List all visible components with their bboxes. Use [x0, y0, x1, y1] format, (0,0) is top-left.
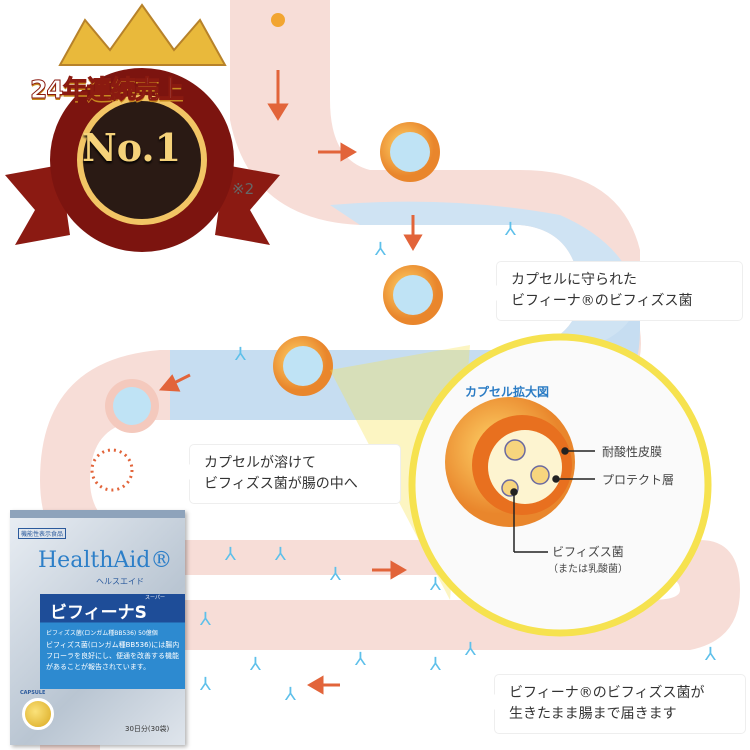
svg-text:⅄: ⅄	[505, 219, 517, 240]
svg-text:⅄: ⅄	[355, 649, 367, 670]
badge-rank: No.1	[82, 125, 182, 170]
callout-line: 生きたまま腸まで届きます	[509, 706, 677, 722]
callout-reach-intestine: ビフィーナ®のビフィズス菌が 生きたまま腸まで届きます	[487, 675, 745, 733]
bacteria: ⅄ ⅄ ⅄ ⅄ ⅄ ⅄ ⅄ ⅄ ⅄ ⅄ ⅄ ⅄ ⅄ ⅄ ⅄	[200, 219, 717, 705]
callout-line: カプセルに守られた	[511, 272, 637, 288]
svg-text:⅄: ⅄	[285, 684, 297, 705]
package-panel: ビフィーナS スーパー ビフィズス菌(ロンガム種BB536) 50億個 ビフィズ…	[40, 594, 185, 689]
capsule-icon	[22, 698, 54, 730]
svg-text:⅄: ⅄	[200, 674, 212, 695]
svg-text:⅄: ⅄	[275, 544, 287, 565]
package-count: 30日分(30袋)	[125, 725, 170, 733]
callout-capsule-dissolves: カプセルが溶けて ビフィズス菌が腸の中へ	[182, 445, 400, 503]
svg-text:⅄: ⅄	[430, 654, 442, 675]
package-category: 機能性表示食品	[18, 528, 67, 539]
package-product-ruby: スーパー	[145, 595, 165, 601]
callout-line: ビフィズス菌が腸の中へ	[204, 476, 358, 492]
zoom-panel-title: カプセル拡大図	[465, 385, 550, 399]
svg-text:⅄: ⅄	[235, 344, 247, 365]
product-package: 機能性表示食品 HealthAid® ヘルスエイド ビフィーナS スーパー ビフ…	[10, 510, 185, 745]
callout-capsule-protected: カプセルに守られた ビフィーナ®のビフィズス菌	[489, 262, 742, 320]
package-subtitle: ビフィズス菌(ロンガム種BB536) 50億個	[46, 630, 158, 637]
package-product-name: ビフィーナS	[50, 603, 147, 623]
label-or-lactic: （または乳酸菌）	[548, 564, 628, 575]
callout-line: ビフィーナ®のビフィズス菌が	[509, 685, 705, 701]
package-brand: HealthAid®	[38, 548, 173, 573]
svg-text:⅄: ⅄	[430, 574, 442, 595]
badge-headline: 24年連続売上	[30, 75, 185, 105]
svg-text:⅄: ⅄	[375, 239, 387, 260]
package-capsule-label: CAPSULE	[20, 690, 46, 696]
callout-line: カプセルが溶けて	[204, 455, 316, 471]
svg-text:⅄: ⅄	[225, 544, 237, 565]
capsules	[90, 122, 443, 492]
svg-text:⅄: ⅄	[330, 564, 342, 585]
svg-text:⅄: ⅄	[705, 644, 717, 665]
label-acid-resistant-coating: 耐酸性皮膜	[602, 445, 663, 459]
svg-text:⅄: ⅄	[200, 609, 212, 630]
svg-text:⅄: ⅄	[250, 654, 262, 675]
label-protect-layer: プロテクト層	[602, 473, 675, 487]
callout-line: ビフィーナ®のビフィズス菌	[511, 293, 693, 309]
label-bifidobacteria: ビフィズス菌	[552, 545, 624, 559]
no1-badge	[5, 3, 280, 252]
capsule-swallowed	[271, 13, 285, 27]
package-description: ビフィズス菌(ロンガム種BB536)には腸内フローラを良好にし、便通を改善する機…	[46, 641, 180, 671]
badge-footnote: ※2	[232, 180, 255, 198]
package-brand-jp: ヘルスエイド	[96, 577, 144, 586]
svg-text:⅄: ⅄	[465, 639, 477, 660]
arrows	[158, 70, 423, 695]
